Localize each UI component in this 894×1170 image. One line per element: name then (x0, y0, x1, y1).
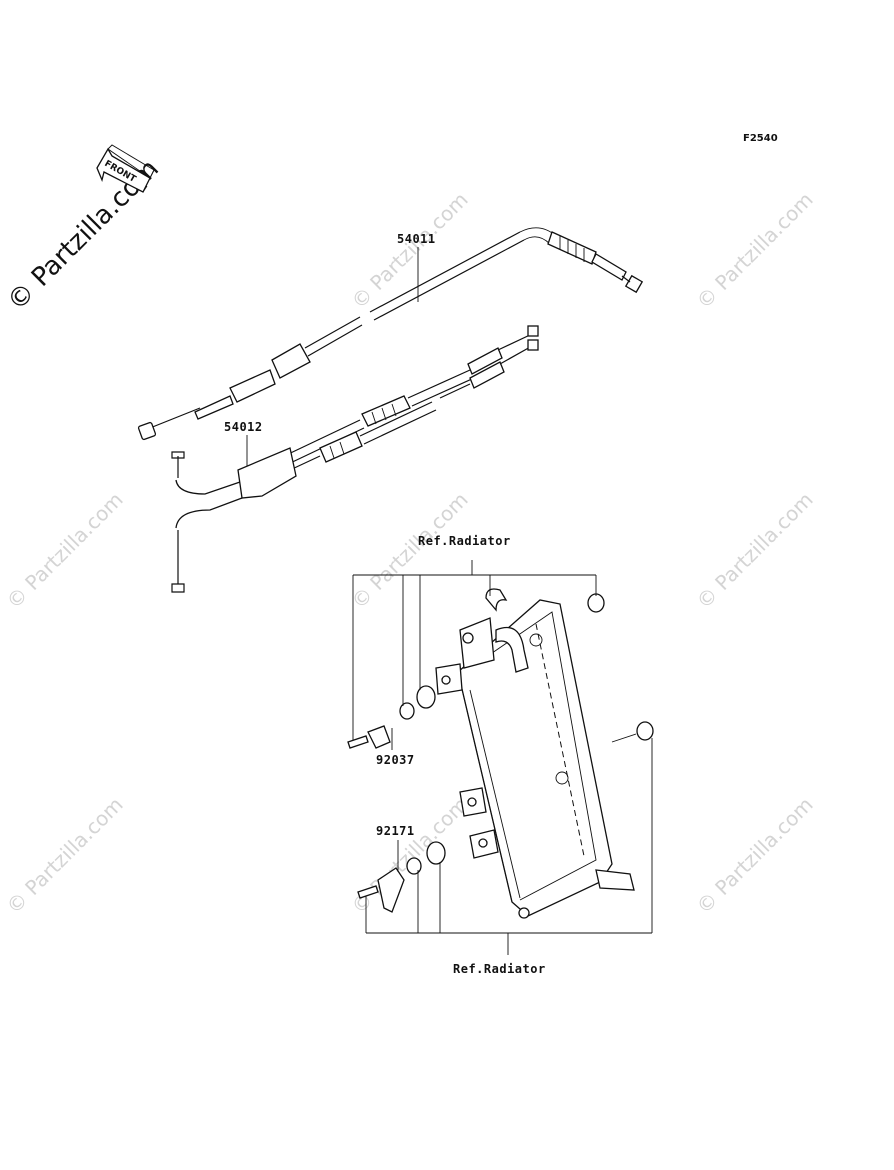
ref-label-bottom: Ref.Radiator (453, 962, 546, 976)
watermark-1: © Partzilla.com (347, 187, 473, 313)
watermark-2: © Partzilla.com (692, 187, 818, 313)
watermark-6: © Partzilla.com (2, 792, 128, 918)
watermark-layer: © Partzilla.com © Partzilla.com © Partzi… (2, 154, 818, 919)
figure-code: F2540 (743, 133, 778, 144)
lower-ref-bracket (365, 862, 652, 955)
radiator (435, 588, 635, 919)
watermark-5: © Partzilla.com (692, 487, 818, 613)
watermark-3: © Partzilla.com (2, 487, 128, 613)
watermark-7: © Partzilla.com (347, 792, 473, 918)
part-label-54012: 54012 (224, 420, 263, 434)
lower-mount-hardware (357, 841, 446, 913)
watermark-4: © Partzilla.com (347, 487, 473, 613)
watermark-8: © Partzilla.com (692, 792, 818, 918)
part-label-92037: 92037 (376, 753, 415, 767)
upper-mount-hardware (347, 593, 605, 749)
part-label-54011: 54011 (397, 232, 436, 246)
cable-54012 (171, 325, 539, 593)
right-mount-hardware (611, 721, 654, 933)
upper-ref-bracket (352, 560, 597, 740)
part-label-92171: 92171 (376, 824, 415, 838)
ref-label-top: Ref.Radiator (418, 534, 511, 548)
cable-54011 (137, 227, 644, 441)
